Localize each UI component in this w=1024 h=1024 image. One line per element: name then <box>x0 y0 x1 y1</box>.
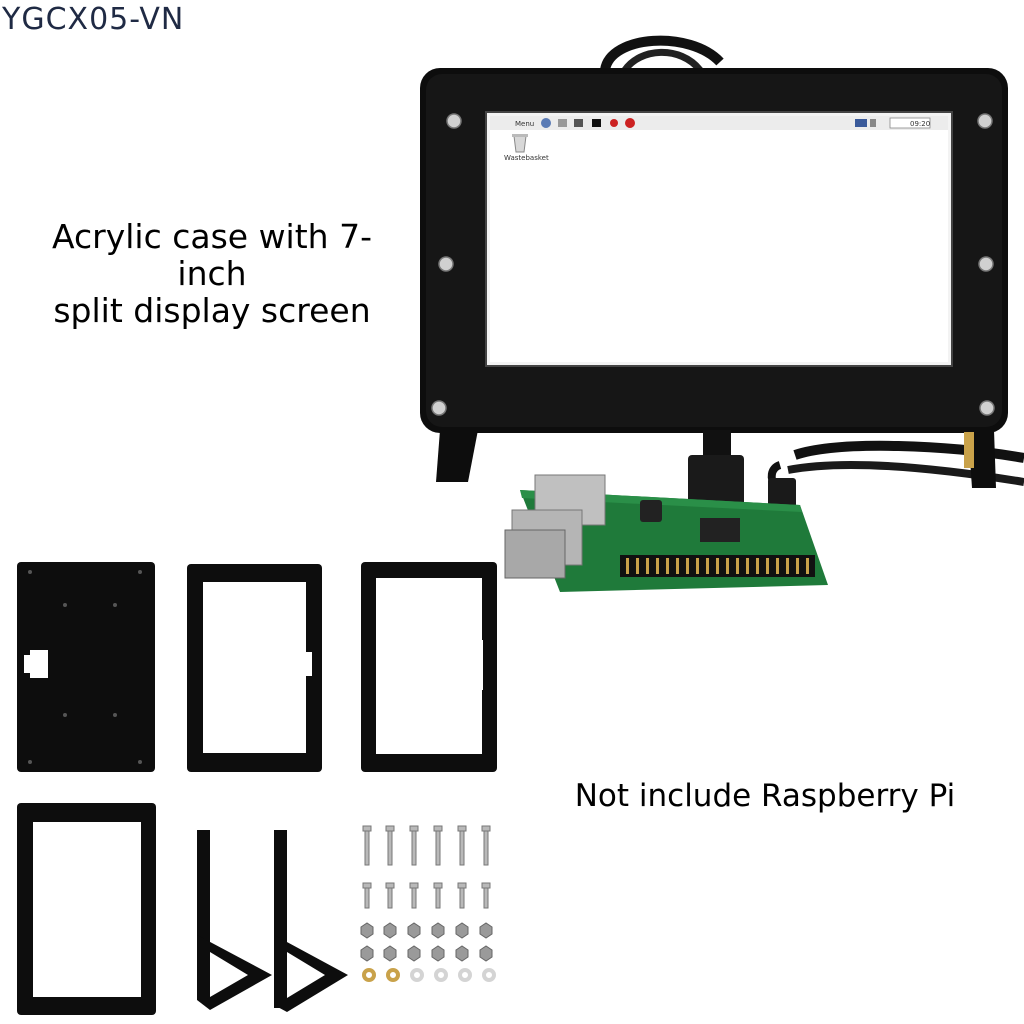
frame-plate <box>361 562 497 772</box>
screen-clock: 09:20 <box>910 120 930 128</box>
display-frame: Menu 09:20 Wastebasket <box>420 68 1008 433</box>
screw-icon <box>362 825 491 866</box>
caption-not-included: Not include Raspberry Pi <box>574 778 956 814</box>
frame-screws <box>431 113 995 416</box>
washer-icon <box>362 968 496 982</box>
caption-case-line1: Acrylic case with 7-inch <box>52 217 372 293</box>
frame-plate-front <box>17 803 156 1015</box>
short-screw-icon <box>362 882 491 909</box>
product-sku: YGCX05-VN <box>2 2 185 37</box>
nut-icon <box>360 922 493 962</box>
wastebasket-icon <box>512 134 528 153</box>
display-screen <box>490 116 948 362</box>
triangle-stand-left <box>197 830 272 1010</box>
screen-wastebasket-label: Wastebasket <box>504 154 549 162</box>
triangle-stand-right <box>274 830 348 1012</box>
frame-plate-notched <box>187 564 322 772</box>
raspberry-pi-board <box>504 474 828 592</box>
caption-case-line2: split display screen <box>53 291 371 330</box>
back-plate <box>17 562 155 772</box>
display-stands <box>436 430 996 488</box>
caption-case: Acrylic case with 7-inch split display s… <box>22 218 402 329</box>
screen-menu-label: Menu <box>515 120 534 128</box>
